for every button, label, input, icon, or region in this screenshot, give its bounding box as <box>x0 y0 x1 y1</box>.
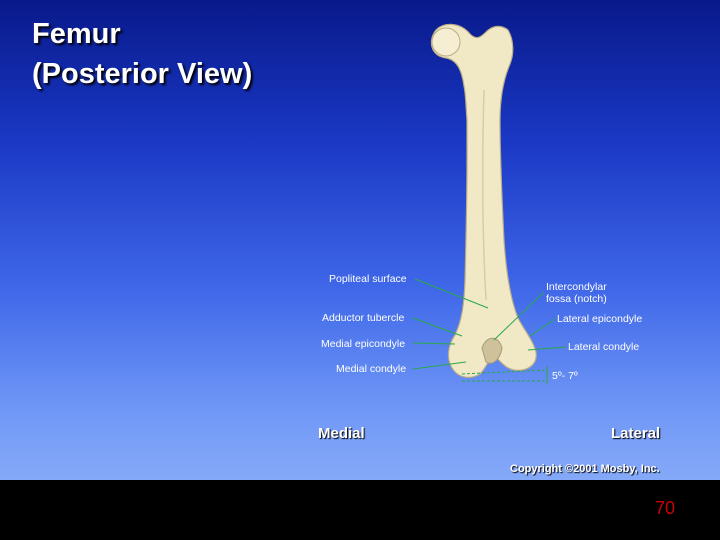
label-intercondylar-line2: fossa (notch) <box>546 293 607 305</box>
leader-medial-epicondyle <box>413 343 455 344</box>
label-lateral-side: Lateral <box>611 425 660 442</box>
label-lateral-epicondyle: Lateral epicondyle <box>557 313 642 325</box>
label-lateral-condyle: Lateral condyle <box>568 341 639 353</box>
label-popliteal-surface: Popliteal surface <box>329 273 407 285</box>
label-intercondylar-line1: Intercondylar <box>546 281 607 293</box>
femoral-head <box>432 28 460 56</box>
bottom-bar <box>0 480 720 540</box>
label-medial-epicondyle: Medial epicondyle <box>321 338 405 350</box>
page-number: 70 <box>655 498 675 519</box>
label-medial-condyle: Medial condyle <box>336 363 406 375</box>
copyright-notice: Copyright ©2001 Mosby, Inc. <box>510 463 660 475</box>
slide-background: Femur (Posterior View) Popliteal surface… <box>0 0 720 480</box>
label-angle: 5º- 7º <box>552 370 578 382</box>
label-medial-side: Medial <box>318 425 365 442</box>
leader-adductor <box>413 318 462 336</box>
label-adductor-tubercle: Adductor tubercle <box>322 312 404 324</box>
femur-bone <box>431 24 536 377</box>
femur-illustration <box>0 0 720 480</box>
leader-lateral-epicondyle <box>530 319 555 336</box>
